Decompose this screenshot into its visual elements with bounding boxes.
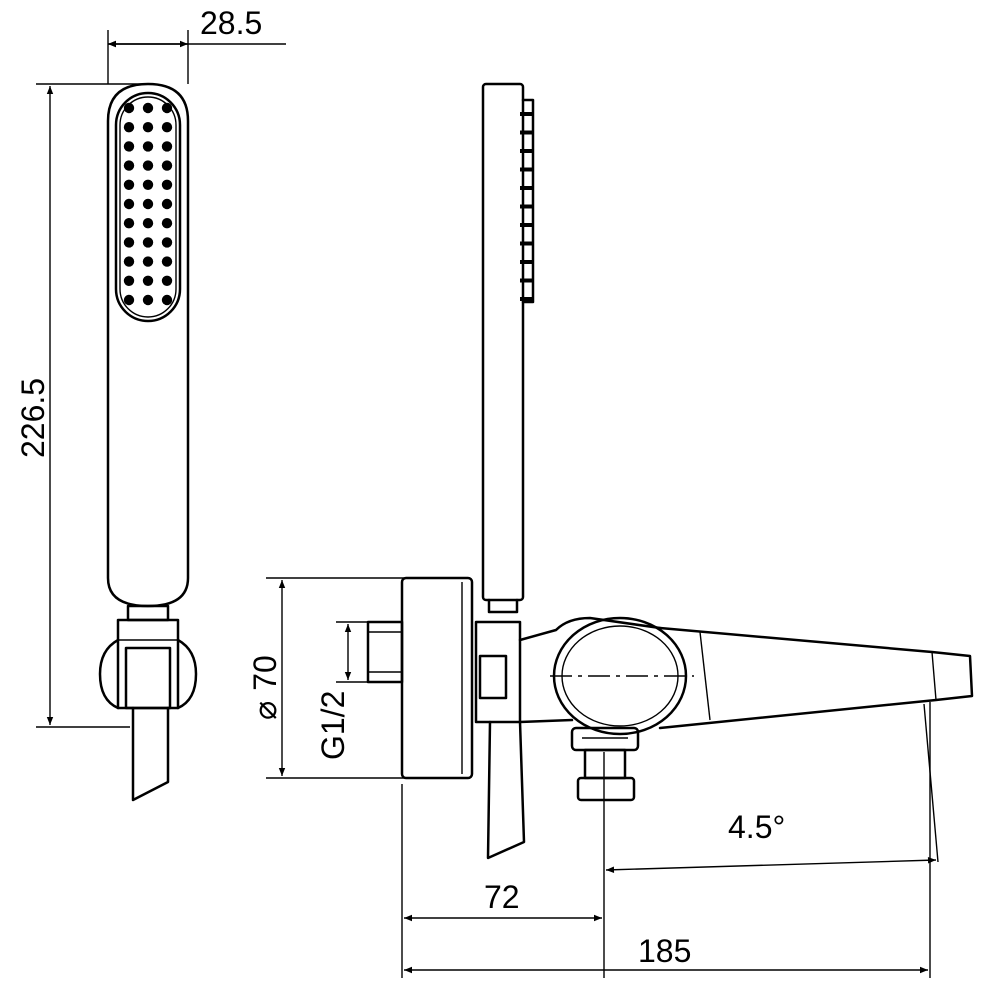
nozzle-dot (123, 122, 135, 133)
side-nozzle-tick (520, 297, 534, 301)
angle-label: 4.5° (728, 809, 785, 845)
nozzle-dot (123, 102, 135, 114)
thread-label: G1/2 (315, 691, 351, 760)
side-nozzle-ticks (520, 112, 534, 301)
length-label: 226.5 (15, 378, 51, 458)
nozzle-dot (161, 102, 173, 114)
side-nozzle-tick (520, 204, 534, 209)
side-nozzle-tick (520, 149, 534, 153)
rosette-diameter-label: 70 (247, 655, 283, 691)
nozzle-dot (142, 141, 154, 152)
nozzle-dot (123, 294, 135, 306)
nozzle-dot (123, 141, 135, 152)
dimension-rosette: ⌀ 70 G1/2 (247, 577, 404, 779)
nozzle-dot (123, 198, 135, 210)
nozzle-dot (161, 237, 173, 248)
width-label: 28.5 (200, 5, 262, 41)
nozzle-dot (161, 179, 173, 190)
nozzle-dot (161, 218, 173, 229)
handshower-front-view (98, 82, 198, 802)
nozzle-dot (161, 256, 173, 267)
nozzle-dot (142, 218, 154, 229)
side-nozzle-tick (520, 167, 534, 172)
nozzle-dot (123, 237, 135, 248)
side-nozzle-tick (520, 278, 534, 283)
dimension-angle: 4.5° (603, 703, 939, 978)
mixer-side-view (366, 82, 974, 860)
nozzle-dot (123, 256, 135, 267)
nozzle-dot (142, 237, 154, 248)
nozzle-dot (123, 179, 135, 190)
side-nozzle-tick (520, 223, 534, 227)
nozzle-dot (142, 294, 154, 306)
nozzle-dot (123, 160, 135, 171)
nozzle-dot (142, 102, 154, 114)
nozzle-dot (123, 275, 135, 286)
nozzle-dot (161, 160, 173, 171)
dimension-width: 28.5 (107, 5, 286, 84)
dimension-outlet-depth: 72 (401, 784, 602, 978)
nozzle-dot (142, 275, 154, 286)
side-nozzle-tick (520, 112, 534, 116)
dimension-projection: 185 (404, 702, 931, 978)
outlet-depth-label: 72 (484, 879, 520, 915)
nozzle-dot (161, 275, 173, 286)
projection-label: 185 (638, 933, 691, 969)
dimension-length: 226.5 (15, 83, 146, 728)
nozzle-dot (142, 122, 154, 133)
nozzle-dot (161, 294, 173, 306)
svg-text:⌀70: ⌀ 70 (247, 655, 283, 720)
side-nozzle-tick (520, 241, 534, 246)
nozzle-dots (123, 102, 173, 306)
nozzle-dot (142, 179, 154, 190)
nozzle-dot (142, 160, 154, 171)
side-nozzle-tick (520, 260, 534, 264)
nozzle-dot (161, 198, 173, 210)
nozzle-dot (142, 198, 154, 210)
nozzle-dot (161, 141, 173, 152)
nozzle-dot (161, 122, 173, 133)
diameter-symbol: ⌀ (247, 701, 283, 720)
side-nozzle-tick (520, 186, 534, 190)
nozzle-dot (123, 218, 135, 229)
nozzle-dot (142, 256, 154, 267)
side-nozzle-tick (520, 130, 534, 135)
